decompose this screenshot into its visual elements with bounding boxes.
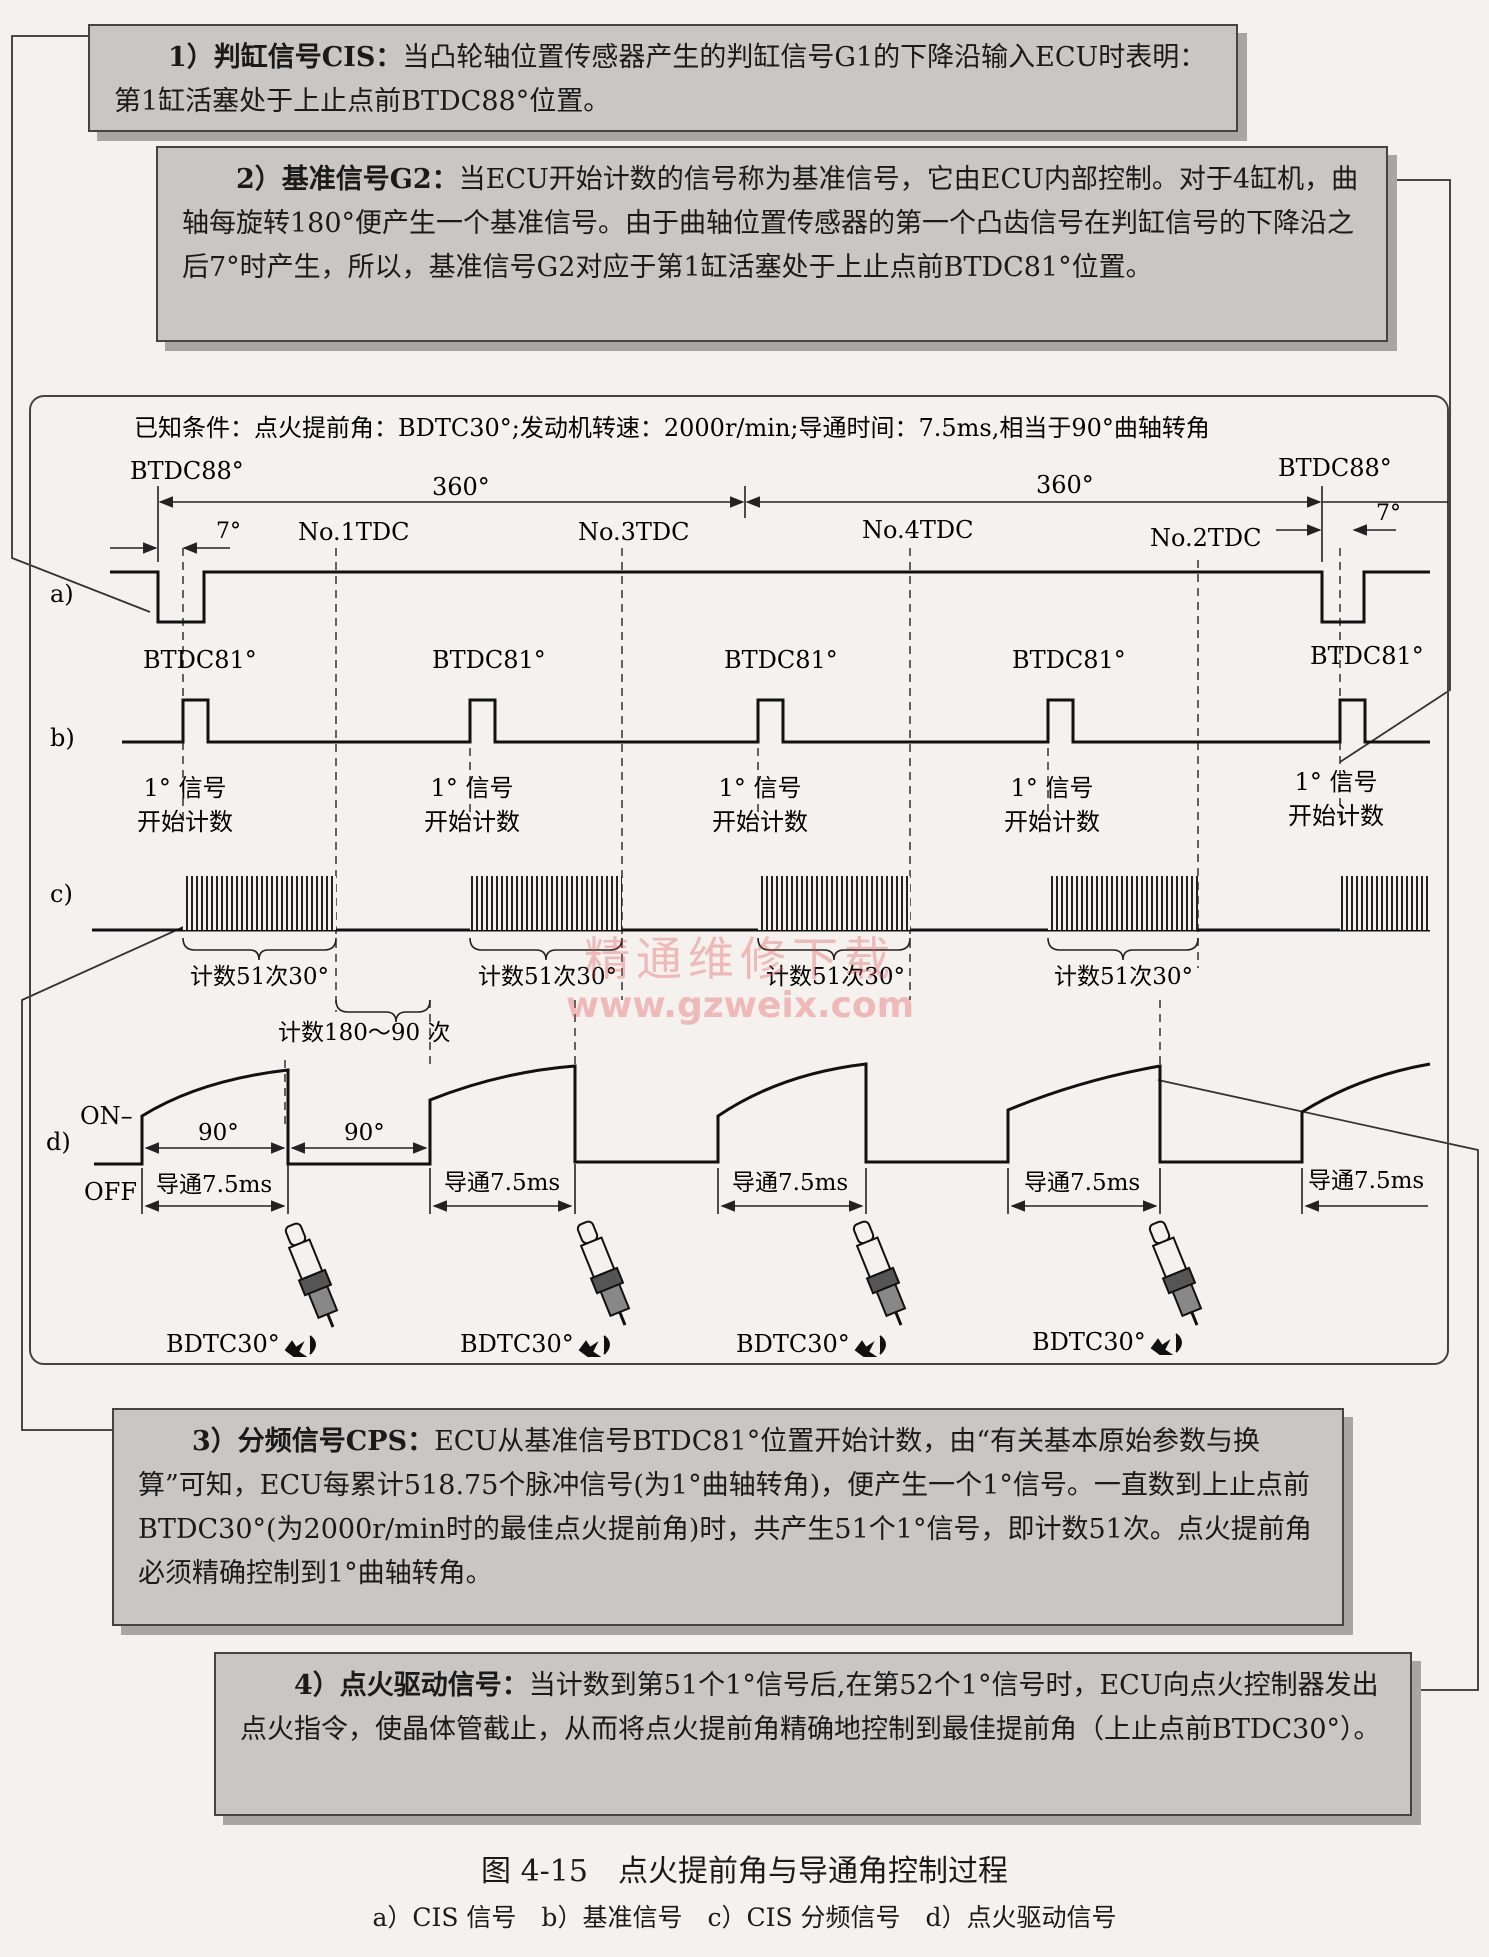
- conduct-label-1: 导通7.5ms: [156, 1172, 272, 1198]
- row-label-c: c): [50, 880, 73, 908]
- note-title: 4）点火驱动信号：: [294, 1670, 529, 1701]
- spark-icon-3: [854, 1335, 886, 1357]
- btdc81-label-2: BTDC81°: [432, 646, 546, 674]
- bdtc30-label-1: BDTC30°: [166, 1330, 280, 1358]
- btdc81-label-3: BTDC81°: [724, 646, 838, 674]
- on-label: ON–: [80, 1102, 133, 1130]
- cps-pulse-trains: [183, 876, 1430, 930]
- connector-lines: [11, 35, 1479, 1691]
- cis-signal-waveform: [110, 570, 1430, 624]
- off-label: OFF: [84, 1178, 137, 1206]
- diagram-frame: [29, 395, 1449, 1365]
- bdtc30-label-3: BDTC30°: [736, 1330, 850, 1358]
- btdc88-label-left: BTDC88°: [130, 457, 244, 485]
- count180-label: 计数180～90 次: [278, 1020, 450, 1046]
- signal-label-5b: 开始计数: [1288, 802, 1384, 830]
- signal-start-labels: 1° 信号 开始计数 1° 信号 开始计数 1° 信号 开始计数 1° 信号 开…: [137, 768, 1384, 836]
- note-title: 2）基准信号G2：: [236, 164, 459, 195]
- ignition-drive-waveform: [94, 1062, 1431, 1166]
- signal-label-2a: 1° 信号: [431, 774, 514, 802]
- conduct-label-4: 导通7.5ms: [1024, 1170, 1140, 1196]
- conduct-label-2: 导通7.5ms: [444, 1170, 560, 1196]
- conduct-label-3: 导通7.5ms: [732, 1170, 848, 1196]
- spark-icon-4: [1150, 1333, 1182, 1355]
- btdc81-label-4: BTDC81°: [1012, 646, 1126, 674]
- spark-icon-2: [578, 1335, 610, 1357]
- conduct-label-5: 导通7.5ms: [1308, 1168, 1424, 1194]
- btdc88-label-right: BTDC88°: [1278, 454, 1392, 482]
- signal-label-3a: 1° 信号: [719, 774, 802, 802]
- bdtc30-label-2: BDTC30°: [460, 1330, 574, 1358]
- count51-label-4: 计数51次30°: [1054, 964, 1193, 990]
- deg90-label-2: 90°: [344, 1120, 385, 1146]
- tdc-label-no3: No.3TDC: [578, 518, 690, 546]
- deg7-label-left: 7°: [216, 519, 241, 544]
- bdtc30-label-4: BDTC30°: [1032, 1328, 1146, 1356]
- count51-label-2: 计数51次30°: [478, 964, 617, 990]
- figure-subcaption: a）CIS 信号 b）基准信号 c）CIS 分频信号 d）点火驱动信号: [372, 1903, 1117, 1932]
- spark-plug-icon-4: [1148, 1220, 1203, 1326]
- spark-plug-icon-2: [576, 1220, 631, 1326]
- row-label-d: d): [46, 1128, 71, 1156]
- dimension-360: [157, 486, 1448, 562]
- spark-plug-icon-1: [284, 1222, 339, 1328]
- signal-label-4b: 开始计数: [1004, 808, 1100, 836]
- signal-label-4a: 1° 信号: [1011, 774, 1094, 802]
- note-text: ECU从基准信号BTDC81°位置开始计数，由“有关基本原始参数与换算”可知，E…: [138, 1426, 1312, 1589]
- spark-icons: [284, 1333, 1182, 1357]
- note-title: 3）分频信号CPS：: [192, 1426, 435, 1457]
- spark-plug-icon-3: [852, 1220, 907, 1326]
- signal-label-1a: 1° 信号: [144, 774, 227, 802]
- row-label-a: a): [50, 580, 74, 608]
- btdc81-label-1: BTDC81°: [143, 646, 257, 674]
- note-text: 当计数到第51个1°信号后,在第52个1°信号时，ECU向点火控制器发出点火指令…: [240, 1670, 1381, 1745]
- deg360-label-2: 360°: [1036, 471, 1094, 499]
- count51-label-1: 计数51次30°: [190, 964, 329, 990]
- dimension-7deg: [110, 524, 1396, 554]
- count51-label-3: 计数51次30°: [766, 964, 905, 990]
- row-label-b: b): [50, 724, 75, 752]
- deg360-label-1: 360°: [432, 473, 490, 501]
- signal-label-5a: 1° 信号: [1295, 768, 1378, 796]
- signal-label-2b: 开始计数: [424, 808, 520, 836]
- note-divided-signal: 3）分频信号CPS：ECU从基准信号BTDC81°位置开始计数，由“有关基本原始…: [112, 1408, 1344, 1626]
- spark-icon-1: [284, 1335, 316, 1357]
- signal-label-1b: 开始计数: [137, 808, 233, 836]
- btdc81-label-5: BTDC81°: [1310, 642, 1424, 670]
- note-reference-signal: 2）基准信号G2：当ECU开始计数的信号称为基准信号，它由ECU内部控制。对于4…: [156, 146, 1388, 342]
- note-cis-signal: 1）判缸信号CIS：当凸轮轴位置传感器产生的判缸信号G1的下降沿输入ECU时表明…: [88, 24, 1238, 132]
- deg90-label-1: 90°: [198, 1120, 239, 1146]
- note-ignition-drive-signal: 4）点火驱动信号：当计数到第51个1°信号后,在第52个1°信号时，ECU向点火…: [214, 1652, 1412, 1816]
- conditions-text: 已知条件：点火提前角：BDTC30°;发动机转速：2000r/min;导通时间：…: [134, 414, 1210, 442]
- tdc-label-no4: No.4TDC: [862, 516, 974, 544]
- count-braces: [182, 937, 1199, 1023]
- note-title: 1）判缸信号CIS：: [168, 42, 403, 73]
- tdc-label-no2: No.2TDC: [1150, 524, 1262, 552]
- conduction-dims: [141, 1142, 1428, 1214]
- deg7-label-right: 7°: [1376, 501, 1401, 526]
- signal-label-3b: 开始计数: [712, 808, 808, 836]
- note-text: 当ECU开始计数的信号称为基准信号，它由ECU内部控制。对于4缸机，曲轴每旋转1…: [182, 164, 1359, 283]
- tdc-label-no1: No.1TDC: [298, 518, 410, 546]
- note-text: 当凸轮轴位置传感器产生的判缸信号G1的下降沿输入ECU时表明：第1缸活塞处于上止…: [114, 42, 1207, 117]
- figure-caption: 图 4-15 点火提前角与导通角控制过程: [481, 1854, 1008, 1889]
- reference-signal-waveform: [122, 698, 1430, 744]
